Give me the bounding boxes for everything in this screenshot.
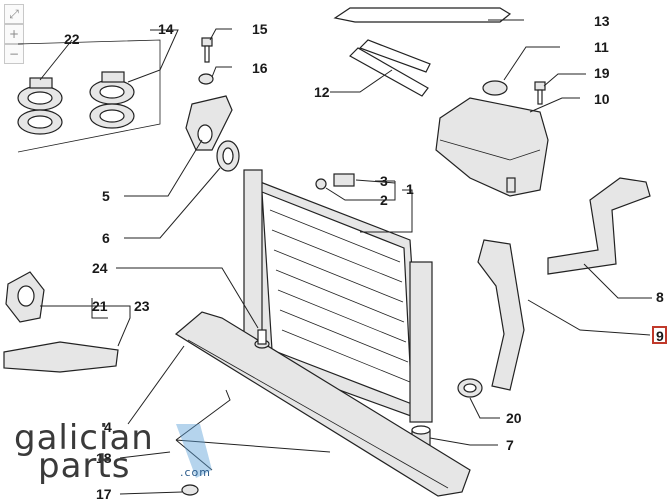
callout-8[interactable]: 8: [656, 289, 664, 305]
bolt-19[interactable]: [534, 81, 546, 105]
callout-1[interactable]: 1: [406, 181, 414, 197]
highlighted-callout-frame: [652, 326, 667, 344]
callout-20[interactable]: 20: [506, 410, 522, 426]
callout-13[interactable]: 13: [594, 13, 610, 29]
radiator-1[interactable]: [243, 169, 433, 423]
callout-17[interactable]: 17: [96, 486, 112, 502]
hose-13[interactable]: [333, 7, 512, 23]
callout-4[interactable]: 4: [104, 419, 112, 435]
hose-12-b[interactable]: [358, 39, 431, 73]
hose-clamp-22[interactable]: [17, 77, 63, 135]
crossmember-4[interactable]: [174, 311, 471, 497]
hose-clamp-20[interactable]: [457, 378, 483, 398]
zoom-in-icon[interactable]: +: [4, 24, 24, 44]
bracket-21[interactable]: [5, 271, 45, 323]
callout-11[interactable]: 11: [594, 39, 609, 55]
zoom-out-icon[interactable]: −: [4, 44, 24, 64]
callout-18[interactable]: 18: [96, 450, 112, 466]
screw-15[interactable]: [201, 37, 213, 63]
leader-lines: [39, 19, 652, 495]
nut-17[interactable]: [181, 484, 199, 496]
callout-3[interactable]: 3: [380, 173, 388, 189]
callout-9[interactable]: 9: [656, 328, 664, 344]
nut-16[interactable]: [198, 73, 214, 85]
callout-19[interactable]: 19: [594, 65, 610, 81]
callout-15[interactable]: 15: [252, 21, 268, 37]
screw-24[interactable]: [254, 329, 270, 349]
callout-24[interactable]: 24: [92, 260, 108, 276]
callout-23[interactable]: 23: [134, 298, 150, 314]
callout-22[interactable]: 22: [64, 31, 80, 47]
callout-16[interactable]: 16: [252, 60, 268, 76]
callout-12[interactable]: 12: [314, 84, 330, 100]
support-23[interactable]: [3, 341, 119, 373]
callout-5[interactable]: 5: [102, 188, 110, 204]
callout-7[interactable]: 7: [506, 437, 514, 453]
rubber-mount-6[interactable]: [216, 140, 240, 172]
hose-clamp-14[interactable]: [89, 71, 135, 129]
callout-21[interactable]: 21: [92, 298, 108, 314]
watermark-line1: galician: [14, 418, 154, 458]
callout-labels: 22 14 15 16 5 6 13 11 19 10 12 1 3 2 8 9…: [64, 13, 664, 502]
watermark-line2: parts: [38, 446, 131, 486]
callout-10[interactable]: 10: [594, 91, 610, 107]
hose-8[interactable]: [547, 177, 651, 275]
expansion-tank-10[interactable]: [435, 80, 549, 197]
kit-bracket-frame: [17, 39, 161, 153]
callout-14[interactable]: 14: [158, 21, 174, 37]
watermark-accent: [176, 424, 212, 478]
temp-sensor-2-3[interactable]: [315, 173, 355, 190]
fit-to-screen-icon[interactable]: ⤢: [4, 4, 24, 24]
bracket-5[interactable]: [185, 95, 233, 151]
hose-9[interactable]: [477, 239, 525, 391]
callout-2[interactable]: 2: [380, 192, 388, 208]
watermark-suffix: .com: [180, 466, 211, 479]
tank-cap-11[interactable]: [482, 80, 508, 96]
callout-6[interactable]: 6: [102, 230, 110, 246]
